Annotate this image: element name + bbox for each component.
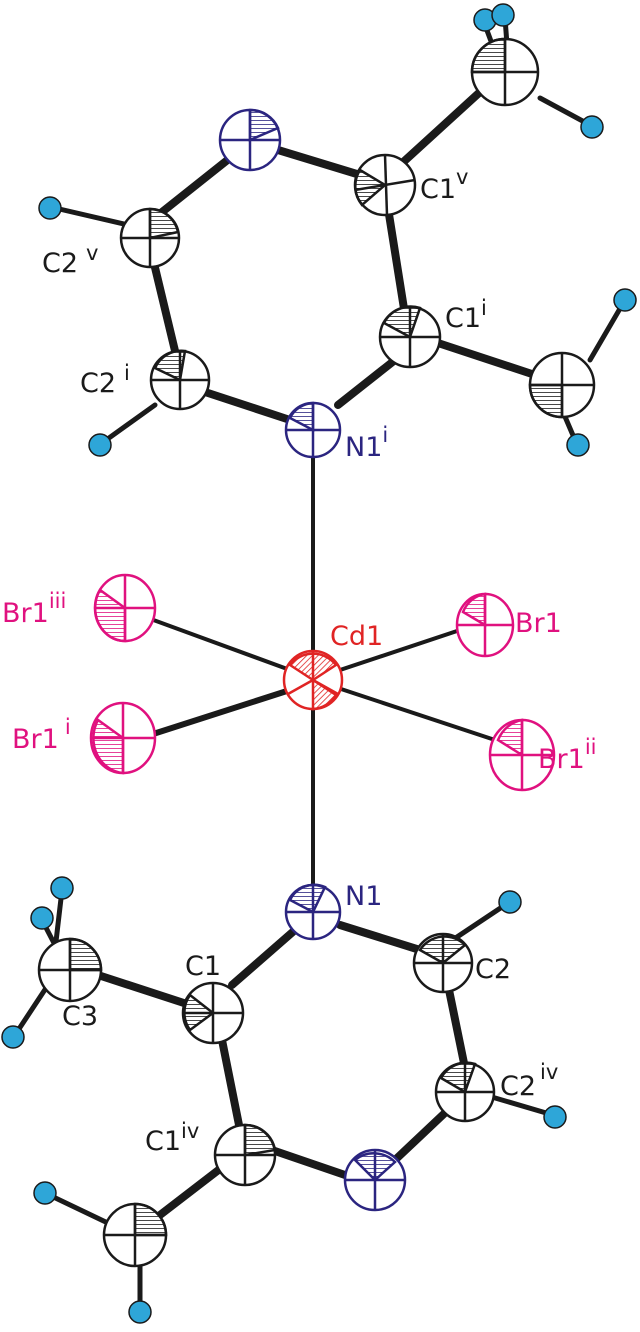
label-n1i: N1i [345, 423, 388, 463]
label-c1i: C1i [445, 296, 487, 334]
atom-c2v [119, 207, 181, 269]
atom-c3 [37, 937, 103, 1003]
bond-cd1-br1i [147, 687, 293, 738]
hydrogen-atoms [1, 3, 637, 1324]
atom-c-methyl-bottom [102, 1202, 168, 1268]
bond-cd1-br1iii [146, 616, 292, 672]
label-c1iv: C1iv [145, 1119, 199, 1157]
label-c1: C1 [185, 951, 221, 982]
atom-n-bottom [343, 1148, 407, 1212]
atom-c1 [181, 981, 245, 1045]
label-c1v: C1v [420, 165, 468, 205]
atom-c1iv [213, 1123, 277, 1187]
hydrogen-atom [38, 196, 62, 220]
bond-c1v-c1i [384, 204, 409, 319]
atom-br1i [89, 701, 157, 775]
atom-c1v [353, 153, 417, 217]
atom-c-methyl-right [528, 351, 596, 419]
label-cd1: Cd1 [330, 621, 383, 652]
atom-cd1 [282, 649, 344, 711]
bond-c1i-n1i [334, 356, 399, 409]
bond-cd1-br1 [338, 628, 462, 672]
label-br1iii: Br1iii [2, 589, 66, 629]
bond-n1-c1 [228, 926, 299, 989]
bond-c1iv-ch3 [156, 1161, 229, 1219]
hydrogen-atom [33, 1181, 57, 1205]
atom-c-methyl-top [470, 37, 540, 107]
hydrogen-atom [128, 1300, 152, 1324]
hydrogen-atom [543, 1105, 567, 1129]
bond-n-c2v [148, 154, 234, 224]
bond-n-c1v [274, 146, 374, 182]
atom-br1iii [93, 573, 157, 643]
hydrogen-atom [491, 3, 515, 27]
hydrogen-atom [88, 433, 112, 457]
bond-c1iv-n [268, 1146, 349, 1179]
atom-n1i [284, 401, 342, 459]
bond-c1i-ch3 [434, 339, 539, 379]
bond-c2v-c2i [148, 251, 180, 359]
atom-c1i [378, 305, 442, 369]
bond-c1-c3 [94, 971, 194, 1009]
bond-cd1-br1ii [336, 686, 497, 742]
atom-br1ii [488, 718, 556, 792]
hydrogen-atom [30, 906, 54, 930]
atom-n-top [218, 108, 282, 172]
nitrogen-atoms [218, 108, 407, 1212]
bond-c2iv-n [391, 1106, 452, 1164]
bond-c2i-n1i [201, 388, 294, 424]
atom-br1 [455, 592, 515, 658]
bond-c2-c2iv [444, 981, 469, 1072]
hydrogen-atom [613, 288, 637, 312]
hydrogen-atom [580, 115, 604, 139]
label-c2: C2 [475, 954, 511, 985]
hydrogen-atom [566, 433, 590, 457]
bond-c1-c1iv [216, 1026, 244, 1134]
label-br1ii: Br1ii [538, 735, 596, 775]
hydrogen-atom [50, 876, 74, 900]
hydrogen-atom [1, 1025, 25, 1049]
atom-c2i [149, 349, 211, 411]
label-br1: Br1 [515, 608, 562, 639]
bond-c1v-ch3 [396, 88, 484, 169]
label-n1: N1 [345, 881, 382, 912]
atom-c2 [412, 932, 474, 994]
hydrogen-atom [498, 890, 522, 914]
atom-c2iv [434, 1061, 496, 1123]
bond-n1-c2 [336, 921, 424, 954]
carbon-atoms [37, 37, 596, 1268]
atom-n1 [284, 883, 342, 941]
label-c3: C3 [62, 1001, 98, 1032]
bromine-atoms [89, 573, 556, 792]
